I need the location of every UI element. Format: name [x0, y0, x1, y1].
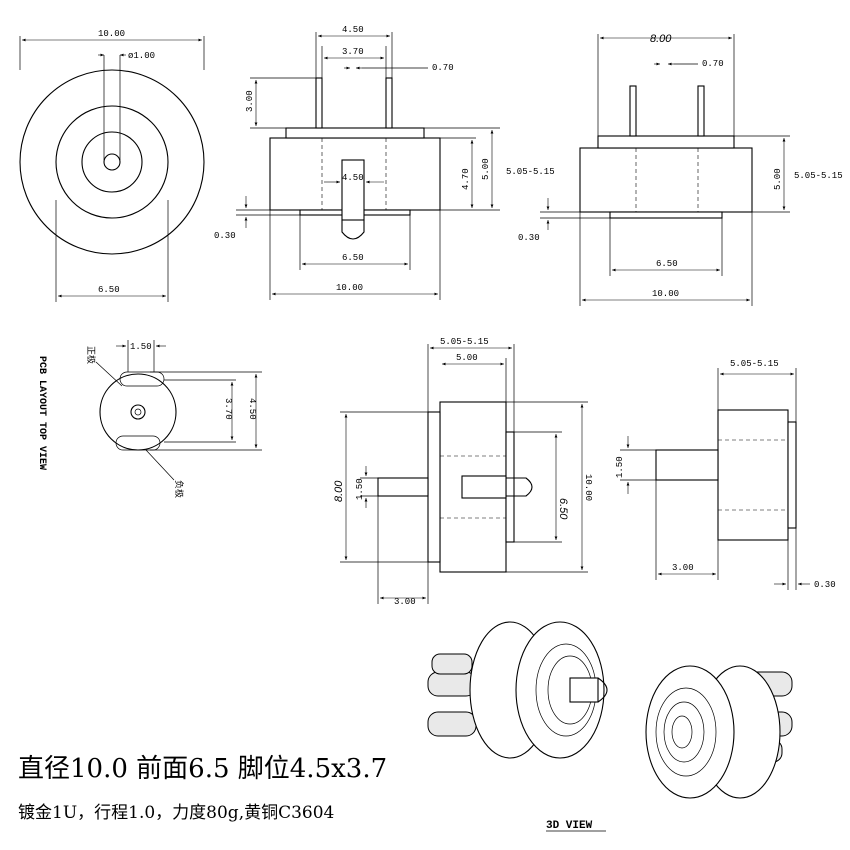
- front-view: 4.50 3.70 0.70 3.00 4.70 5.00 5.05-5.15 …: [214, 25, 555, 300]
- 3d-view-label: 3D VIEW: [546, 820, 593, 832]
- front-pin-height: 3.00: [245, 90, 255, 112]
- horizontal-pin-offset: 1.50: [355, 478, 365, 500]
- horizontal-diameter: 10.00: [583, 474, 593, 501]
- horizontal-pin-length: 3.00: [394, 597, 416, 607]
- front-pin-spacing-outer: 4.50: [342, 25, 364, 35]
- side-view: 8.00 0.70 5.00 5.05-5.15 0.30 6.50 10.00: [518, 33, 843, 306]
- front-face-width: 6.50: [342, 253, 364, 263]
- round-diameter-label: 10.00: [98, 29, 125, 39]
- pcb-layout-title: PCB LAYOUT TOP VIEW: [36, 356, 47, 470]
- front-pin-width: 0.70: [432, 63, 454, 73]
- right-view: 5.05-5.15 1.50 3.00 0.30: [615, 359, 836, 590]
- front-total-height: 5.00: [481, 158, 491, 180]
- front-pin-spacing-inner: 3.70: [342, 47, 364, 57]
- side-base-width: 10.00: [652, 289, 679, 299]
- side-pcb-offset: 0.30: [518, 233, 540, 243]
- caption-specs: 镀金1U，行程1.0，力度80g,黄铜C3604: [18, 803, 335, 823]
- right-range: 5.05-5.15: [730, 359, 779, 369]
- right-pin-offset: 1.50: [615, 456, 625, 478]
- horizontal-length: 5.00: [456, 353, 478, 363]
- side-pin-width: 0.70: [702, 59, 724, 69]
- pcb-positive: 正极: [85, 346, 97, 364]
- horizontal-face: 6.50: [557, 498, 569, 520]
- side-total-height: 5.00: [773, 168, 783, 190]
- front-range: 5.05-5.15: [506, 167, 555, 177]
- pcb-negative: 负极: [173, 480, 185, 498]
- pcb-spacing-outer: 4.50: [247, 398, 257, 420]
- right-pin-length: 3.00: [672, 563, 694, 573]
- round-face-label: 6.50: [98, 285, 120, 295]
- horizontal-width: 8.00: [333, 480, 345, 502]
- horizontal-view: 5.05-5.15 5.00 8.00 1.50 6.50 10.00 3.00: [333, 337, 593, 607]
- 3d-connector-left: [427, 621, 608, 759]
- round-top-view: 10.00 ø1.00 6.50: [19, 29, 205, 302]
- 3d-connector-right: [645, 665, 793, 799]
- front-body-width: 10.00: [336, 283, 363, 293]
- right-pcb-offset: 0.30: [814, 580, 836, 590]
- round-pin-diameter-label: ø1.00: [128, 51, 155, 61]
- pcb-spacing-inner: 3.70: [223, 398, 233, 420]
- front-pcb-offset: 0.30: [214, 231, 236, 241]
- pcb-offset: 1.50: [130, 342, 152, 352]
- side-face-width: 6.50: [656, 259, 678, 269]
- front-body-height: 4.70: [461, 168, 471, 190]
- horizontal-range: 5.05-5.15: [440, 337, 489, 347]
- 3d-view: 3D VIEW: [427, 621, 793, 832]
- pcb-layout-view: PCB LAYOUT TOP VIEW 1.50 正极 负极 3.70 4.50: [36, 340, 262, 498]
- caption-dimensions: 直径10.0 前面6.5 脚位4.5x3.7: [18, 754, 388, 784]
- front-plunger-width: 4.50: [342, 173, 364, 183]
- side-range: 5.05-5.15: [794, 171, 843, 181]
- side-body-width: 8.00: [650, 33, 672, 45]
